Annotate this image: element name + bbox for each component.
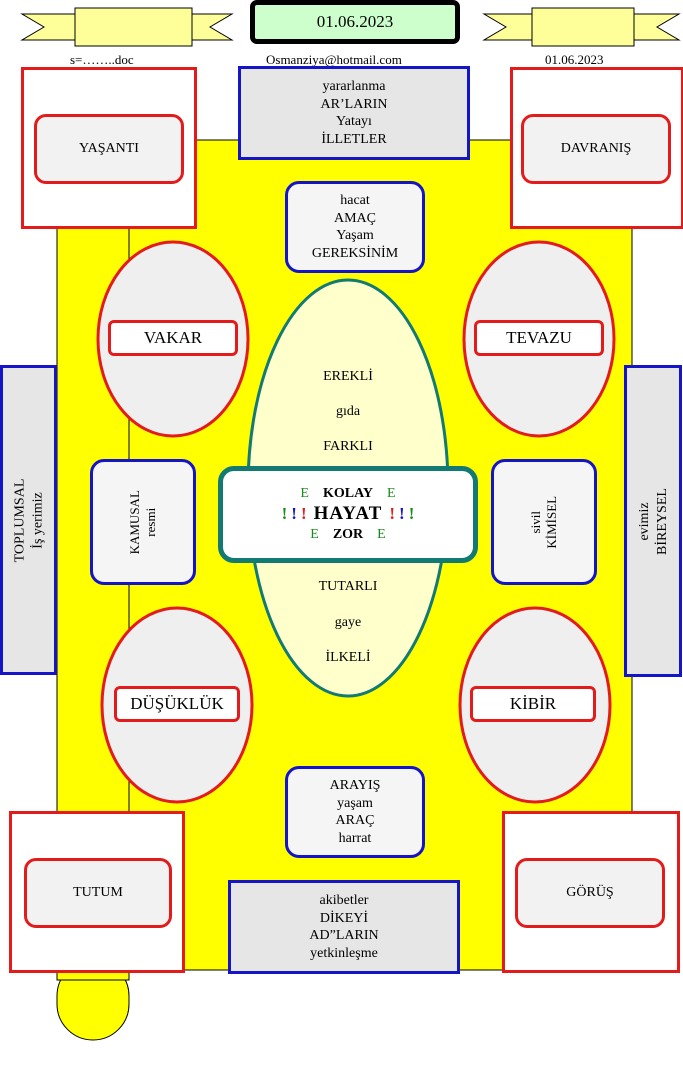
bang: ! <box>291 504 297 524</box>
side-right-line: BİREYSEL <box>654 487 670 555</box>
center-box: E KOLAY E ! ! ! HAYAT ! ! ! E ZOR E <box>218 466 478 563</box>
bottom-box-line: AD”LARIN <box>309 928 379 943</box>
email-caption: Osmanziya@hotmail.com <box>266 52 402 67</box>
corner-top-right: DAVRANIŞ <box>510 67 683 229</box>
corner-bottom-right-label: GÖRÜŞ <box>566 885 614 901</box>
lower-box-line: yaşam <box>337 795 373 811</box>
inner-left-box: KAMUSAL resmi <box>90 459 196 585</box>
center-row-hayat: ! ! ! HAYAT ! ! ! <box>282 503 415 526</box>
upper-box-line: AMAÇ <box>333 210 376 226</box>
oval-label-text: TEVAZU <box>506 328 572 347</box>
bottom-box-line: yetkinleşme <box>310 945 378 961</box>
upper-box-line: Yaşam <box>336 228 374 243</box>
ellipse-word: gaye <box>334 615 362 630</box>
center-row-zor: E ZOR E <box>310 526 385 544</box>
oval-label-text: DÜŞÜKLÜK <box>130 694 224 713</box>
ellipse-word: İLKELİ <box>325 650 371 665</box>
oval-label-tevazu: TEVAZU <box>474 320 604 356</box>
bang: ! <box>408 504 415 524</box>
left-ribbon <box>20 7 234 47</box>
zor-text: ZOR <box>332 526 364 542</box>
center-row-kolay: E KOLAY E <box>300 485 395 503</box>
inner-left-text: KAMUSAL resmi <box>127 490 160 554</box>
kolay-text: KOLAY <box>322 485 374 501</box>
corner-bottom-left-label: TUTUM <box>73 885 123 901</box>
inner-right-line: KİMİSEL <box>544 495 559 549</box>
date-text: 01.06.2023 <box>316 12 394 32</box>
bang: ! <box>389 504 396 524</box>
top-box-line: İLLETLER <box>321 131 387 147</box>
ellipse-word: FARKLI <box>323 439 373 454</box>
inner-right-text: sivil KİMİSEL <box>528 496 561 549</box>
side-right-text: evimiz BİREYSEL <box>636 488 671 555</box>
right-caption: 01.06.2023 <box>545 52 604 67</box>
corner-top-left-label: YAŞANTI <box>79 141 139 157</box>
right-ribbon <box>482 7 681 47</box>
upper-box-line: GEREKSİNİM <box>311 245 399 261</box>
top-box-line: yararlanma <box>322 79 386 94</box>
corner-bottom-left: TUTUM <box>9 811 185 973</box>
inner-left-line: resmi <box>142 507 158 537</box>
lower-box-line: ARAÇ <box>335 813 375 828</box>
corner-top-left: YAŞANTI <box>21 67 197 229</box>
side-left-line: İş yerimiz <box>29 491 45 549</box>
lower-box-line: harrat <box>338 830 372 846</box>
e-mark: E <box>300 485 309 501</box>
oval-label-text: KİBİR <box>509 694 557 713</box>
bang: ! <box>281 504 288 524</box>
oval-label-dusukluk: DÜŞÜKLÜK <box>114 686 240 722</box>
ellipse-word: EREKLİ <box>323 369 373 384</box>
oval-label-vakar: VAKAR <box>108 320 238 356</box>
inner-right-box: sivil KİMİSEL <box>491 459 597 585</box>
inner-left-line: KAMUSAL <box>126 489 142 555</box>
side-right-box: evimiz BİREYSEL <box>624 365 682 677</box>
lower-box-line: ARAYIŞ <box>329 778 381 793</box>
inner-right-line: sivil <box>527 510 543 534</box>
corner-top-left-inner: YAŞANTI <box>34 114 184 184</box>
bang: ! <box>300 504 307 524</box>
side-left-box: TOPLUMSAL İş yerimiz <box>0 365 57 675</box>
top-box-line: Yatayı <box>336 114 372 129</box>
date-box: 01.06.2023 <box>250 0 460 44</box>
e-mark: E <box>310 526 319 542</box>
top-box: yararlanma AR’LARIN Yatayı İLLETLER <box>238 66 470 160</box>
bang: ! <box>399 504 405 524</box>
bottom-box-line: DİKEYİ <box>319 910 369 926</box>
upper-middle-box: hacat AMAÇ Yaşam GEREKSİNİM <box>285 181 425 273</box>
side-left-text: TOPLUMSAL İş yerimiz <box>11 478 46 562</box>
corner-top-right-inner: DAVRANIŞ <box>521 114 671 184</box>
ellipse-word: gıda <box>335 404 361 419</box>
e-mark: E <box>377 526 386 542</box>
side-right-line: evimiz <box>636 501 652 541</box>
corner-bottom-right: GÖRÜŞ <box>502 811 680 973</box>
oval-label-kibir: KİBİR <box>470 686 596 722</box>
upper-box-line: hacat <box>340 193 370 208</box>
bottom-box: akibetler DİKEYİ AD”LARIN yetkinleşme <box>228 880 460 974</box>
e-mark: E <box>387 485 396 501</box>
ellipse-word: TUTARLI <box>318 579 378 594</box>
left-caption: s=……..doc <box>70 52 134 67</box>
corner-bottom-right-inner: GÖRÜŞ <box>515 858 665 928</box>
bottom-box-line: akibetler <box>319 893 369 908</box>
side-left-line: TOPLUMSAL <box>12 478 28 562</box>
corner-top-right-label: DAVRANIŞ <box>560 141 632 157</box>
oval-label-text: VAKAR <box>143 328 203 347</box>
hayat-text: HAYAT <box>313 503 383 525</box>
corner-bottom-left-inner: TUTUM <box>24 858 172 928</box>
top-box-line: AR’LARIN <box>320 96 388 112</box>
lower-middle-box: ARAYIŞ yaşam ARAÇ harrat <box>285 766 425 858</box>
